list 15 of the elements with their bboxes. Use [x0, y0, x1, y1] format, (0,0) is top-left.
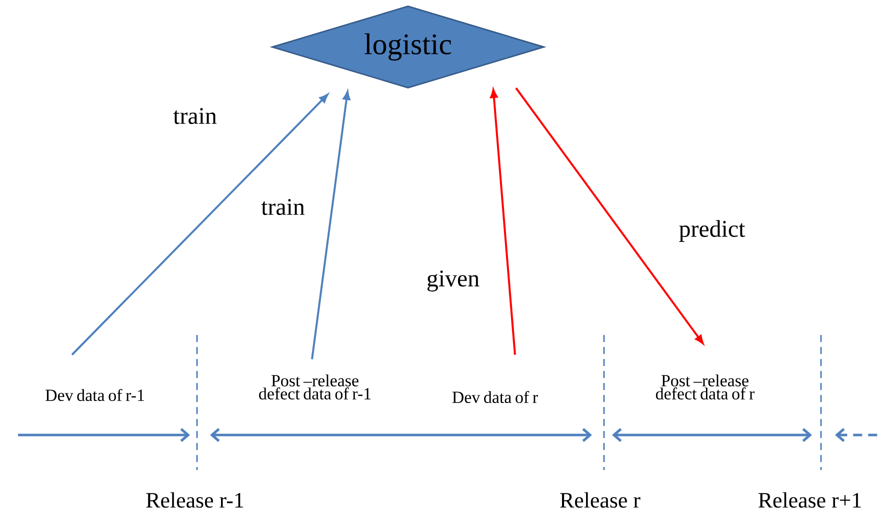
period-label: Post –release defect data of r-1 — [259, 374, 371, 400]
edge-label: given — [427, 270, 480, 292]
edge-label: train — [173, 108, 217, 124]
release-label: Release r-1 — [146, 492, 244, 508]
arrow — [490, 89, 516, 355]
arrow — [515, 87, 704, 344]
period-label: Post –release defect data of r — [656, 374, 754, 400]
period-label: Dev data of r-1 — [46, 388, 144, 402]
arrow — [311, 91, 350, 360]
edge-label: train — [261, 198, 305, 216]
period-label: Dev data of r — [452, 390, 538, 404]
release-label: Release r+1 — [758, 492, 861, 508]
edge-label: predict — [679, 220, 746, 242]
arrow — [71, 94, 328, 356]
release-label: Release r — [560, 492, 640, 508]
